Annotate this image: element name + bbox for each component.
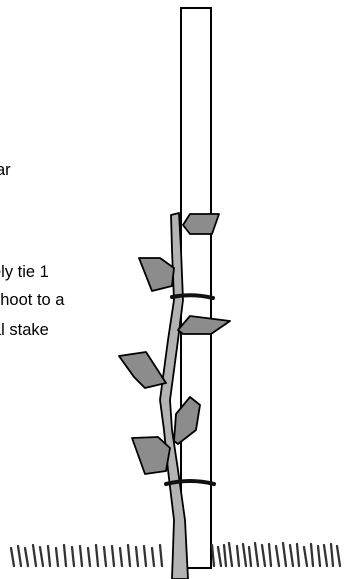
leaf-middle-left — [119, 352, 166, 388]
leaf-top-right — [183, 214, 219, 234]
leaf-upper-left — [139, 258, 174, 291]
leaf-lower-left — [132, 437, 170, 474]
